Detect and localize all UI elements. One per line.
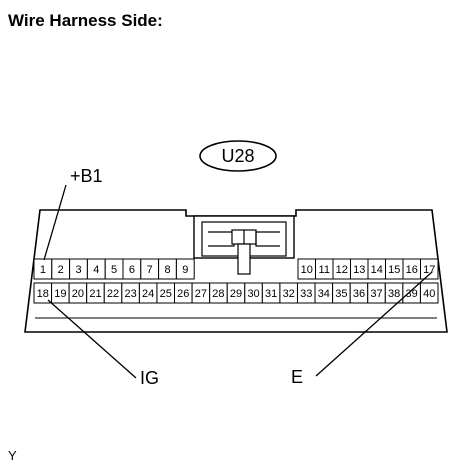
pin-number: 23: [124, 288, 136, 300]
pin-number: 2: [58, 264, 64, 276]
connector-code-tag: U28: [199, 140, 277, 172]
corner-mark: Y: [8, 448, 17, 463]
pin-number: 35: [335, 288, 347, 300]
pin-number: 1: [40, 264, 46, 276]
pin-number: 30: [247, 288, 259, 300]
pin-number: 6: [129, 264, 135, 276]
pin-number: 33: [300, 288, 312, 300]
pin-number: 37: [370, 288, 382, 300]
callout-ig-label: IG: [140, 368, 159, 388]
pin-number: 39: [406, 288, 418, 300]
leader-line-e: [315, 271, 433, 377]
callout-b1-label: +B1: [70, 166, 103, 186]
pin-number: 16: [406, 264, 418, 276]
pin-number: 20: [72, 288, 84, 300]
pin-number: 4: [93, 264, 99, 276]
pin-number: 15: [388, 264, 400, 276]
pin-number: 3: [75, 264, 81, 276]
pin-number: 24: [142, 288, 154, 300]
pin-number: 10: [301, 264, 313, 276]
connector-code: U28: [221, 146, 254, 166]
pin-number: 36: [353, 288, 365, 300]
pin-number: 21: [89, 288, 101, 300]
pin-number: 31: [265, 288, 277, 300]
pin-number: 13: [353, 264, 365, 276]
pin-cell: [175, 258, 195, 280]
diagram-title: Wire Harness Side:: [8, 11, 163, 30]
pin-number: 9: [182, 264, 188, 276]
pin-number: 11: [319, 264, 330, 276]
pin-row-top-right: 10 11 12 13 14 15 16 17: [297, 258, 439, 280]
pin-row-bottom: 18 19 20 21 22 23 24 25 26 27 28 29 30 31 32 33 34 35 36 37…: [33, 282, 439, 304]
pin-number: 26: [177, 288, 189, 300]
pin-number: 27: [195, 288, 207, 300]
pin-number: 28: [212, 288, 224, 300]
leader-line-b1: [43, 184, 67, 261]
pin-number: 32: [283, 288, 295, 300]
pin-number: 38: [388, 288, 400, 300]
pin-number: 25: [160, 288, 172, 300]
pin-number: 17: [423, 264, 435, 276]
pin-number: 5: [111, 264, 117, 276]
leader-line-ig: [47, 299, 137, 379]
pin-cell: [419, 282, 439, 304]
pin-number: 40: [423, 288, 435, 300]
pin-number: 12: [336, 264, 348, 276]
pin-number: 14: [371, 264, 383, 276]
pin-cell: [420, 258, 439, 280]
pin-number: 8: [164, 264, 170, 276]
callout-e-label: E: [291, 367, 303, 387]
pin-number: 18: [37, 288, 49, 300]
pin-number: 34: [318, 288, 330, 300]
connector-latch: [193, 215, 295, 275]
pin-number: 19: [54, 288, 66, 300]
pin-number: 22: [107, 288, 119, 300]
pin-number: 29: [230, 288, 242, 300]
pin-number: 7: [147, 264, 153, 276]
